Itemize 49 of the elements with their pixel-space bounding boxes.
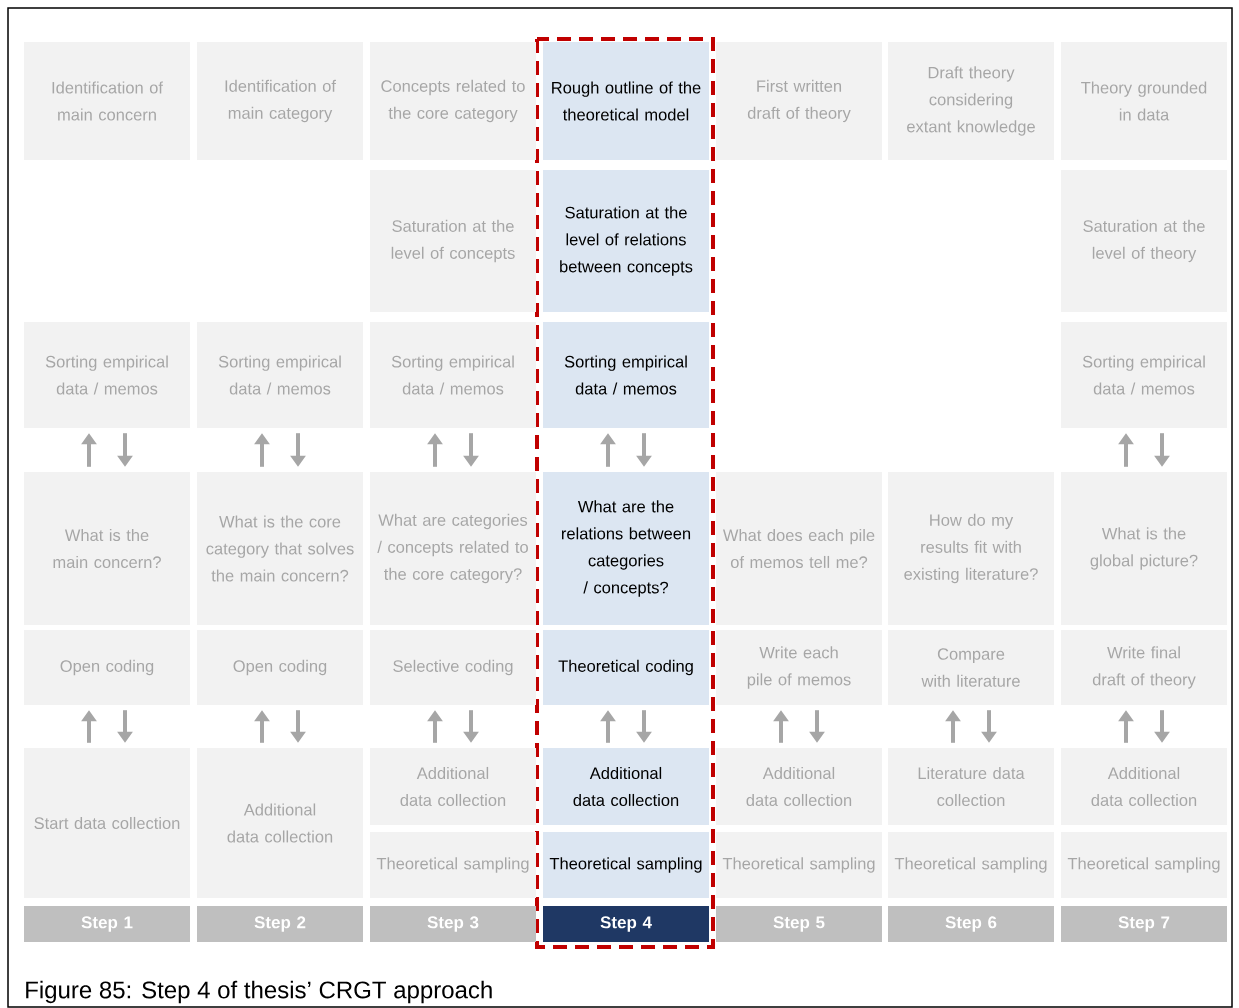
text-box: Theoretical sampling — [888, 832, 1054, 898]
text-box: Sorting empirical data / memos — [1061, 322, 1227, 428]
text-box: Saturation at the level of concepts — [370, 170, 536, 312]
text-box: Additional data collection — [716, 748, 882, 825]
text-box: What are categories / concepts related to the core category? — [370, 472, 536, 625]
text-box: Identification of main category — [197, 42, 363, 160]
step-bar: Step 6 — [888, 906, 1054, 942]
text-box: Additional data collection — [1061, 748, 1227, 825]
text-box: What is the core category that solves the main concern? — [197, 472, 363, 625]
step-bar: Step 7 — [1061, 906, 1227, 942]
text-box: Theoretical coding — [543, 630, 709, 705]
text-box: Open coding — [24, 630, 190, 705]
text-box: Write each pile of memos — [716, 630, 882, 705]
text-box: What does each pile of memos tell me? — [716, 472, 882, 625]
text-box: Theoretical sampling — [716, 832, 882, 898]
text-box: Draft theory considering extant knowledge — [888, 42, 1054, 160]
text-box: Identification of main concern — [24, 42, 190, 160]
text-box: Compare with literature — [888, 630, 1054, 705]
step-bar: Step 2 — [197, 906, 363, 942]
text-box: What is the main concern? — [24, 472, 190, 625]
step-bar: Step 4 — [543, 906, 709, 942]
text-box: First written draft of theory — [716, 42, 882, 160]
text-box: Sorting empirical data / memos — [197, 322, 363, 428]
text-box: Theoretical sampling — [543, 832, 709, 898]
text-box: Additional data collection — [370, 748, 536, 825]
text-box: Start data collection — [24, 748, 190, 898]
text-box: Sorting empirical data / memos — [543, 322, 709, 428]
text-box: Saturation at the level of relations between concepts — [543, 170, 709, 312]
text-box: How do my results fit with existing literature? — [888, 472, 1054, 625]
figure-caption: Figure 85: Step 4 of thesis’ CRGT approach — [26, 980, 492, 1004]
step-bar: Step 5 — [716, 906, 882, 942]
text-box: Literature data collection — [888, 748, 1054, 825]
text-box: What are the relations between categories / concepts? — [543, 472, 709, 625]
text-box: Additional data collection — [197, 748, 363, 898]
text-box: Rough outline of the theoretical model — [543, 42, 709, 160]
text-box: Open coding — [197, 630, 363, 705]
text-box: Theoretical sampling — [370, 832, 536, 898]
text-box: Selective coding — [370, 630, 536, 705]
text-box: Concepts related to the core category — [370, 42, 536, 160]
text-box: Sorting empirical data / memos — [370, 322, 536, 428]
step-bar: Step 1 — [24, 906, 190, 942]
text-box: What is the global picture? — [1061, 472, 1227, 625]
text-box: Theory grounded in data — [1061, 42, 1227, 160]
step-bar: Step 3 — [370, 906, 536, 942]
text-box: Additional data collection — [543, 748, 709, 825]
text-box: Sorting empirical data / memos — [24, 322, 190, 428]
text-box: Saturation at the level of theory — [1061, 170, 1227, 312]
text-box: Write final draft of theory — [1061, 630, 1227, 705]
text-box: Theoretical sampling — [1061, 832, 1227, 898]
